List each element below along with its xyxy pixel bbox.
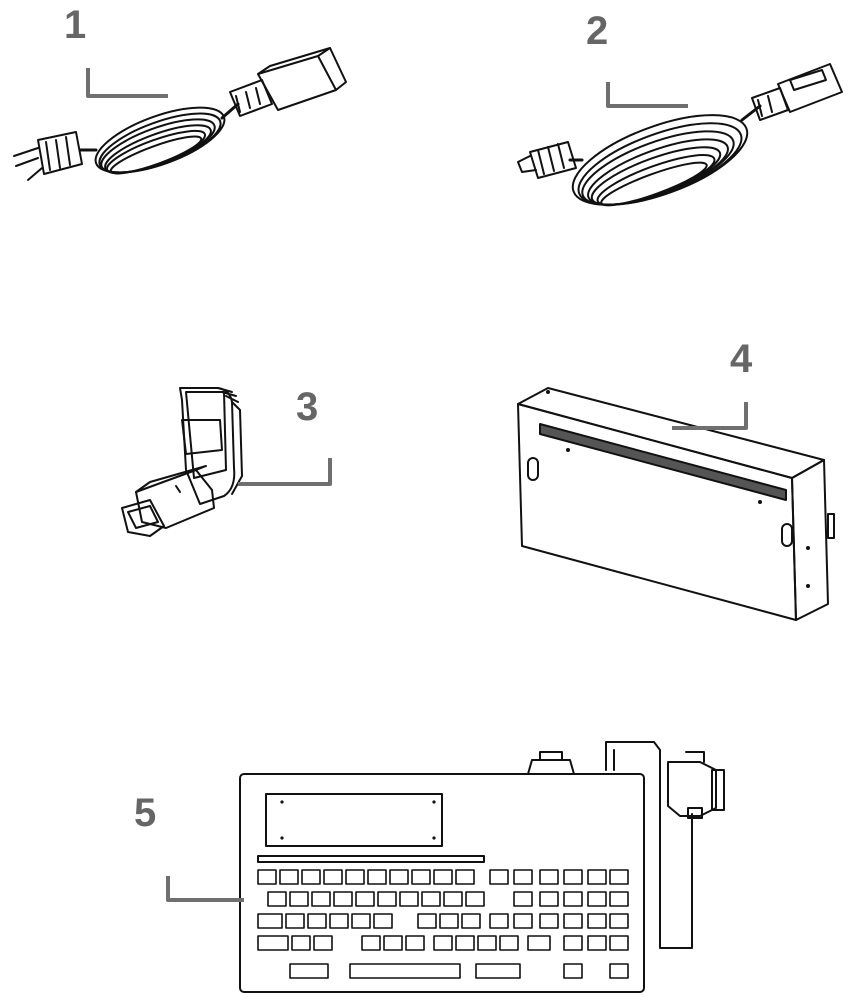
leader-line-3 <box>238 458 332 486</box>
callout-2: 2 <box>586 9 608 53</box>
callout-5: 5 <box>134 791 156 835</box>
callout-3: 3 <box>296 385 318 429</box>
keyboard-terminal-icon: 5 <box>134 741 725 993</box>
printer-cover-panel-icon: 4 <box>517 337 835 621</box>
leader-line-2 <box>606 82 688 108</box>
serial-adapter-bracket-icon: 3 <box>121 385 332 537</box>
callout-1: 1 <box>64 3 86 47</box>
leader-line-1 <box>86 68 168 98</box>
power-cord-icon: 1 <box>13 3 347 181</box>
usb-cable-icon: 2 <box>517 9 843 207</box>
callout-4: 4 <box>730 337 753 381</box>
leader-line-4 <box>672 402 748 430</box>
leader-line-5 <box>166 876 244 902</box>
